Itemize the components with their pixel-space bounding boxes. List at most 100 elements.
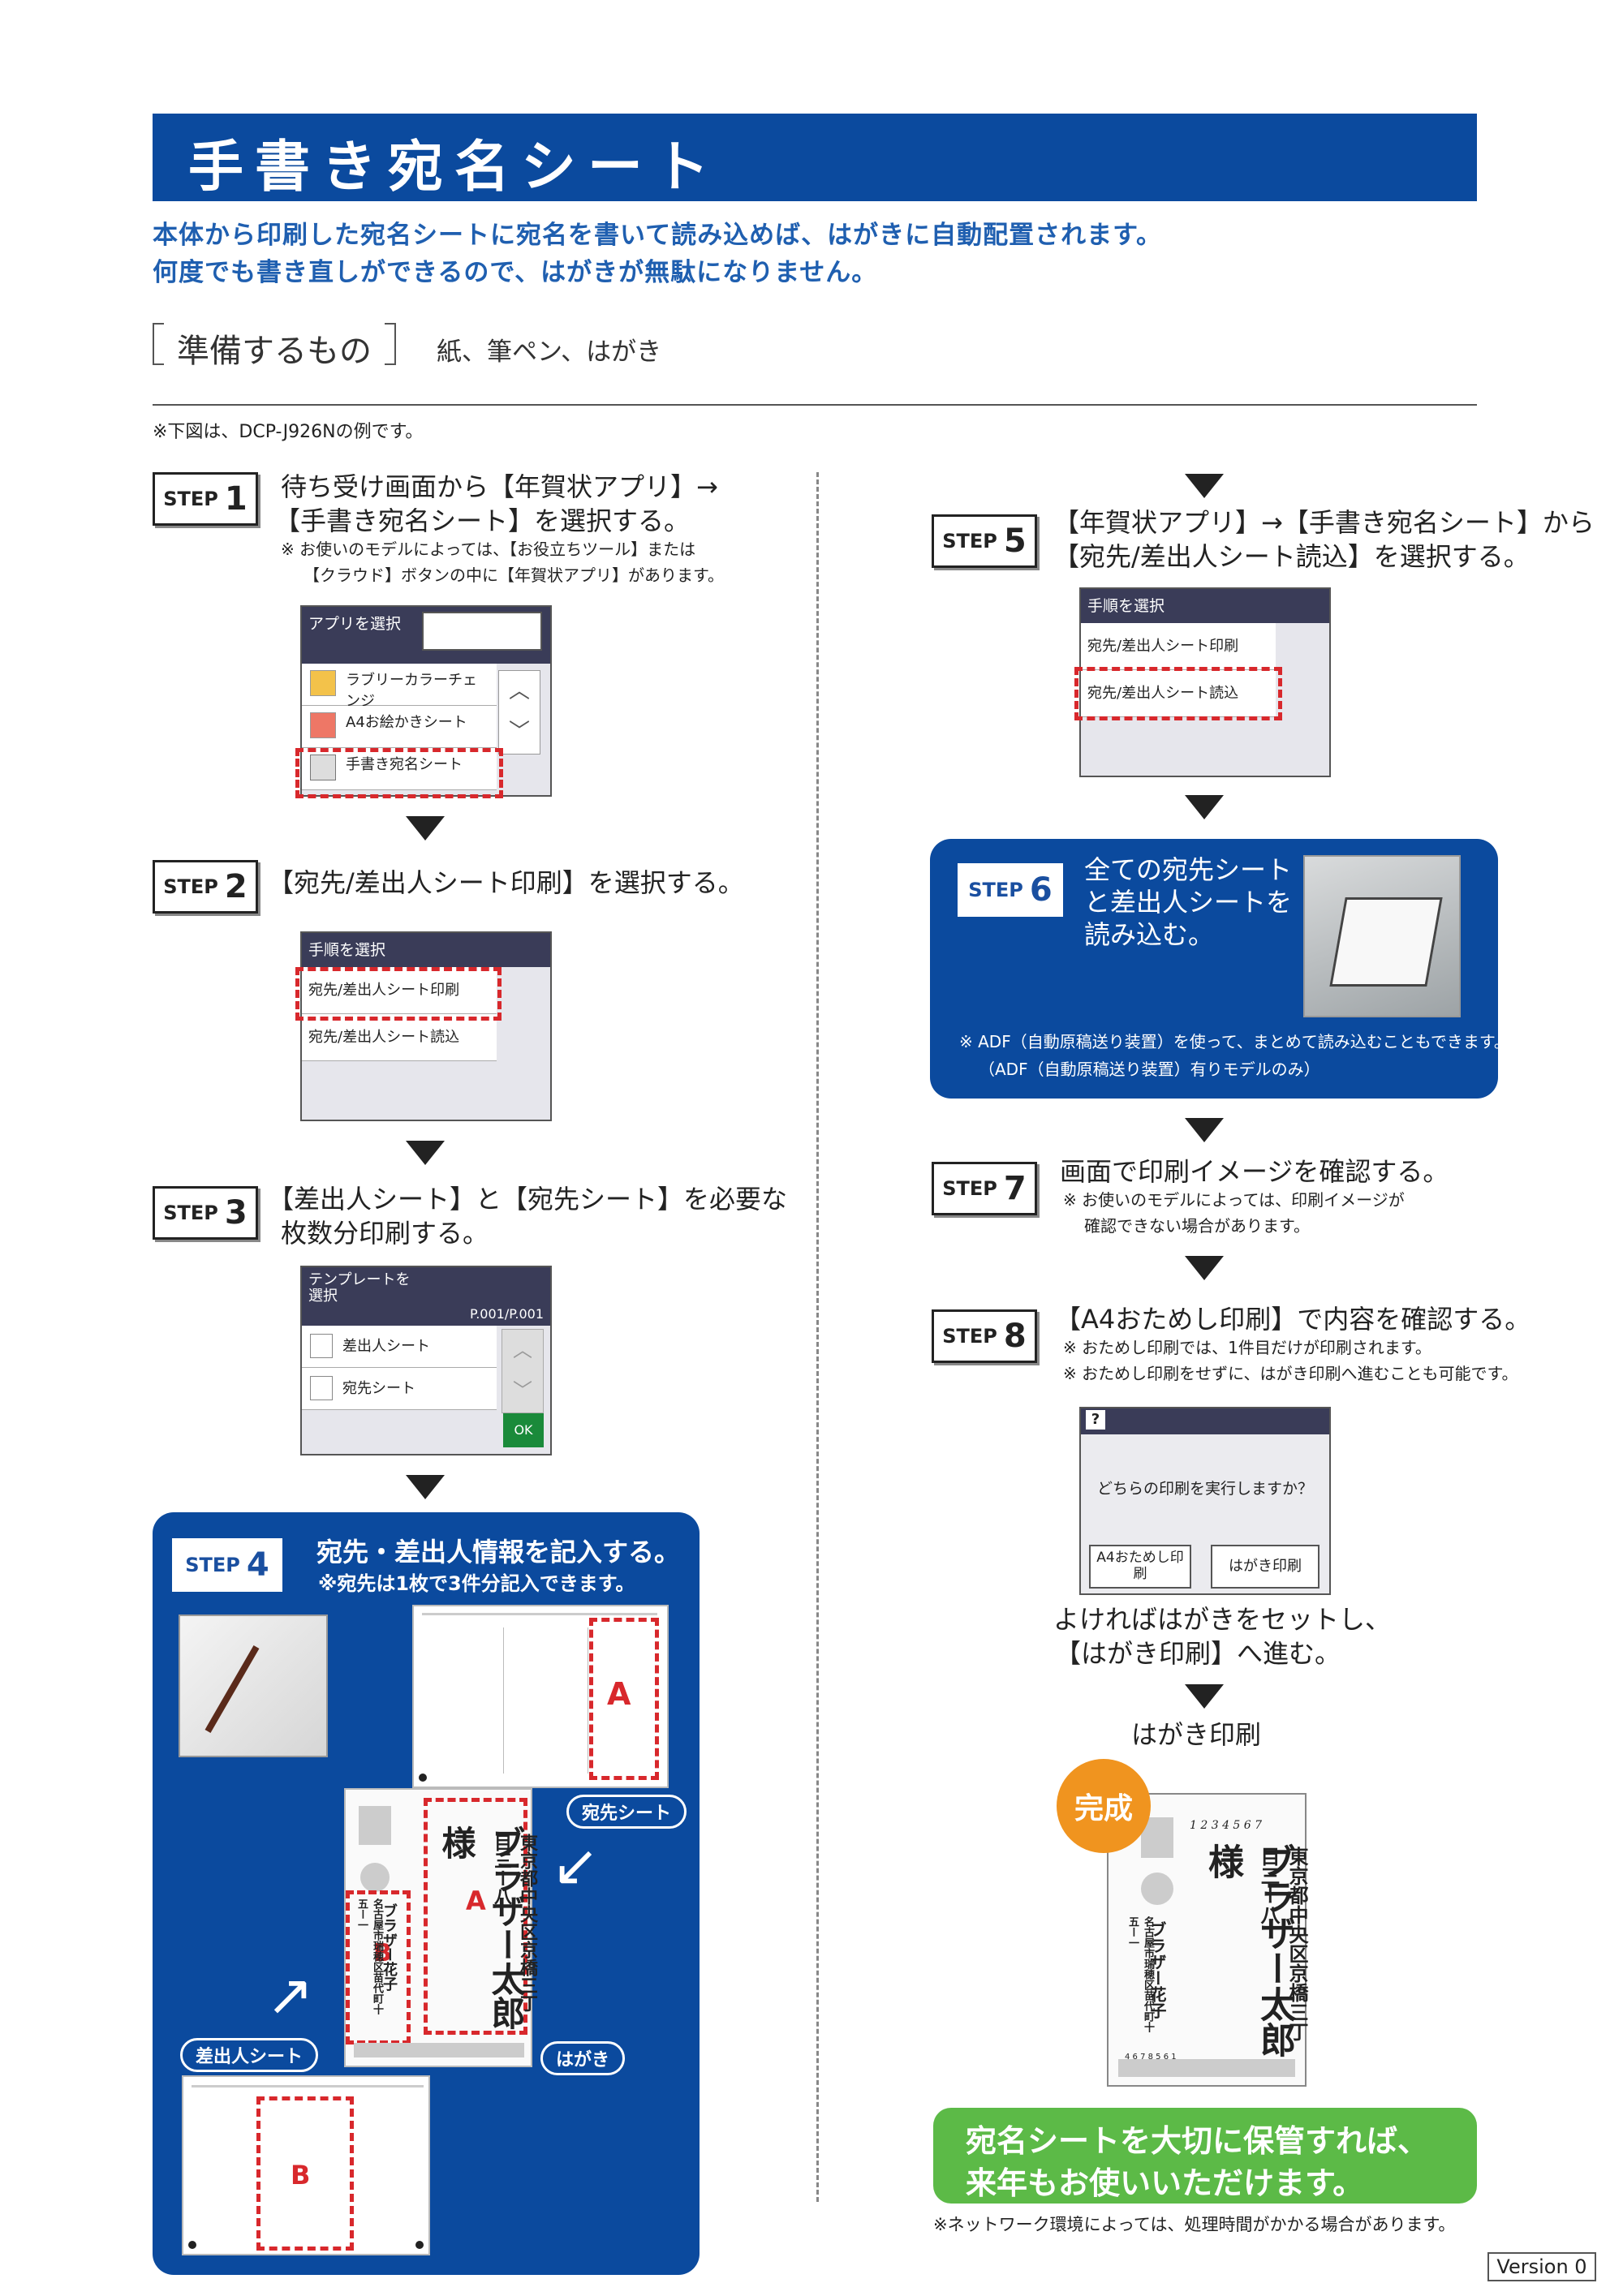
step-5-screen: 手順を選択 宛先/差出人シート印刷 宛先/差出人シート読込 [1079, 587, 1331, 777]
recipient-address: 東京都中央区京橋三丁目三ー八 [1257, 1847, 1309, 2041]
scanner-photo [1303, 855, 1461, 1017]
guide-button[interactable]: かんたん操作ガイド [422, 612, 542, 651]
closing-banner [933, 2108, 1477, 2204]
a4-trial-print-button[interactable]: A4おためし印刷 [1089, 1545, 1191, 1589]
lead-line-1: 本体から印刷した宛名シートに宛名を書いて読み込めば、はがきに自動配置されます。 [153, 221, 1162, 250]
completed-badge: 完成 [1057, 1759, 1151, 1853]
writing-photo [179, 1615, 328, 1757]
step-6-text-3: 読み込む。 [1084, 919, 1215, 950]
step-5-text-1: 【年賀状アプリ】→【手書き宛名シート】から [1053, 507, 1595, 538]
palette-icon [310, 670, 336, 696]
menu-item-print-sheet[interactable]: 宛先/差出人シート印刷 [302, 967, 497, 1014]
arrow-down-icon [406, 1475, 445, 1499]
template-sender[interactable]: 差出人シート [302, 1326, 497, 1368]
prep-label: 準備するもの [177, 333, 372, 370]
step-8-after-2: 【はがき印刷】へ進む。 [1055, 1638, 1341, 1669]
menu-item-print-sheet[interactable]: 宛先/差出人シート印刷 [1081, 623, 1276, 670]
step-6-note-1: ※ ADF（自動原稿送り装置）を使って、まとめて読み込むこともできます。 [959, 1032, 1510, 1051]
sheet-icon [310, 1376, 333, 1400]
version-label: Version 0 [1487, 2252, 1596, 2281]
arrow-down-icon [406, 816, 445, 841]
step-5-highlight [1074, 667, 1282, 720]
step-3-text-1: 【差出人シート】と【宛先シート】を必要な [268, 1184, 788, 1215]
step-7-text: 画面で印刷イメージを確認する。 [1060, 1156, 1449, 1187]
step-2-text: 【宛先/差出人シート印刷】を選択する。 [268, 867, 744, 898]
scroll-buttons[interactable]: ︿ ﹀ [502, 1329, 544, 1413]
step-1-note-2: 【クラウド】ボタンの中に【年賀状アプリ】があります。 [304, 565, 724, 585]
tag-destination-sheet: 宛先シート [566, 1795, 687, 1829]
menu-item-read-sheet[interactable]: 宛先/差出人シート読込 [302, 1014, 497, 1061]
template-destination[interactable]: 宛先シート [302, 1368, 497, 1410]
step-5-text-2: 【宛先/差出人シート読込】を選択する。 [1053, 541, 1530, 572]
destination-sheet-image: A [412, 1605, 669, 1788]
title-banner [153, 114, 1477, 201]
divider-line [153, 404, 1477, 406]
postcard-address: 東京都中央区京橋三丁目三ー八 [491, 1834, 538, 2012]
sheet-icon [310, 1334, 333, 1358]
chevron-down-icon[interactable]: ﹀ [508, 720, 530, 744]
step-4-note: ※宛先は1枚で3件分記入できます。 [318, 1572, 635, 1595]
final-print-label: はがき印刷 [1131, 1719, 1262, 1750]
step-8-note-2: ※ おためし印刷をせずに、はがき印刷へ進むことも可能です。 [1063, 1364, 1518, 1383]
arrow-down-icon [1185, 795, 1224, 819]
finished-postcard: 1 2 3 4 5 6 7 ブラザー太郎様 東京都中央区京橋三丁目三ー八 名古屋… [1107, 1793, 1309, 2087]
sheet-icon [310, 755, 336, 780]
step-8-after-1: よければはがきをセットし、 [1053, 1604, 1392, 1635]
tag-postcard: はがき [540, 2041, 626, 2075]
step-1-highlight [295, 748, 503, 798]
prep-label-box: 準備するもの [153, 323, 396, 370]
arrow-down-icon [406, 1141, 445, 1165]
step-1-text-1: 待ち受け画面から【年賀状アプリ】→ [281, 471, 718, 502]
closing-line-2: 来年もお使いいただけます。 [966, 2165, 1364, 2201]
chevron-up-icon[interactable]: ︿ [513, 1339, 532, 1361]
arrow-down-icon [1185, 474, 1224, 498]
step-8-text: 【A4おためし印刷】で内容を確認する。 [1055, 1304, 1531, 1335]
chevron-up-icon[interactable]: ︿ [508, 679, 530, 703]
lead-line-2: 何度でも書き直しができるので、はがきが無駄になりません。 [153, 258, 878, 287]
step-8-screen: ? どちらの印刷を実行しますか？ A4おためし印刷 はがき印刷 [1079, 1407, 1331, 1595]
step-6-text-1: 全ての宛先シート [1084, 854, 1293, 885]
step-2-screen: 手順を選択 宛先/差出人シート印刷 宛先/差出人シート読込 [300, 931, 552, 1121]
page-title: 手書き宛名シート [188, 135, 721, 200]
step-2-highlight [295, 967, 502, 1021]
closing-line-1: 宛名シートを大切に保管すれば、 [966, 2123, 1429, 2159]
postcard-print-button[interactable]: はがき印刷 [1211, 1545, 1319, 1589]
postcard-image: A B ブラザー太郎様 東京都中央区京橋三丁目三ー八 名古屋市瑞穂区苗代町十五ー… [344, 1788, 538, 2067]
curved-arrow-icon: ↗ [266, 1962, 314, 2028]
step-6-note-2: （ADF（自動原稿送り装置）有りモデルのみ） [979, 1060, 1320, 1079]
step-7-note-1: ※ お使いのモデルによっては、印刷イメージが [1063, 1190, 1405, 1210]
app-item-handwritten-address[interactable]: 手書き宛名シート [302, 748, 497, 790]
step-8-note-1: ※ おためし印刷では、1件目だけが印刷されます。 [1063, 1338, 1431, 1357]
sender-name: ブラザー花子 [1147, 1921, 1167, 2019]
step-6-text-2: と差出人シートを [1084, 887, 1293, 918]
curved-arrow-icon: ↙ [552, 1832, 600, 1898]
sender-address: 名古屋市瑞穂区苗代町十五ー一 [1126, 1916, 1154, 2032]
postal-code: 1 2 3 4 5 6 7 [1190, 1819, 1263, 1832]
app-item-lovely-color[interactable]: ラブリーカラーチェンジ [302, 664, 497, 710]
app-item-a4-drawing[interactable]: A4お絵かきシート [302, 706, 497, 748]
arrow-down-icon [1185, 1256, 1224, 1280]
chevron-down-icon[interactable]: ﹀ [513, 1379, 532, 1402]
sender-sheet-image: B [182, 2075, 430, 2255]
question-icon: ? [1086, 1410, 1105, 1430]
dialog-question: どちらの印刷を実行しますか？ [1096, 1480, 1313, 1498]
step-3-text-2: 枚数分印刷する。 [281, 1218, 489, 1249]
step-1-text-2: 【手書き宛名シート】を選択する。 [274, 505, 691, 536]
model-note: ※下図は、DCP-J926Nの例です。 [153, 422, 424, 442]
scroll-buttons[interactable]: ︿ ﹀ [498, 670, 540, 755]
ok-button[interactable]: OK [503, 1413, 544, 1447]
step-1-note-1: ※ お使いのモデルによっては、【お役立ちツール】または [281, 540, 696, 559]
postcard-name: ブラザー太郎様 [437, 1825, 526, 2030]
footnote: ※ネットワーク環境によっては、処理時間がかかる場合があります。 [933, 2215, 1456, 2234]
step-4-text: 宛先・差出人情報を記入する。 [316, 1537, 681, 1567]
menu-item-read-sheet[interactable]: 宛先/差出人シート読込 [1081, 670, 1276, 717]
